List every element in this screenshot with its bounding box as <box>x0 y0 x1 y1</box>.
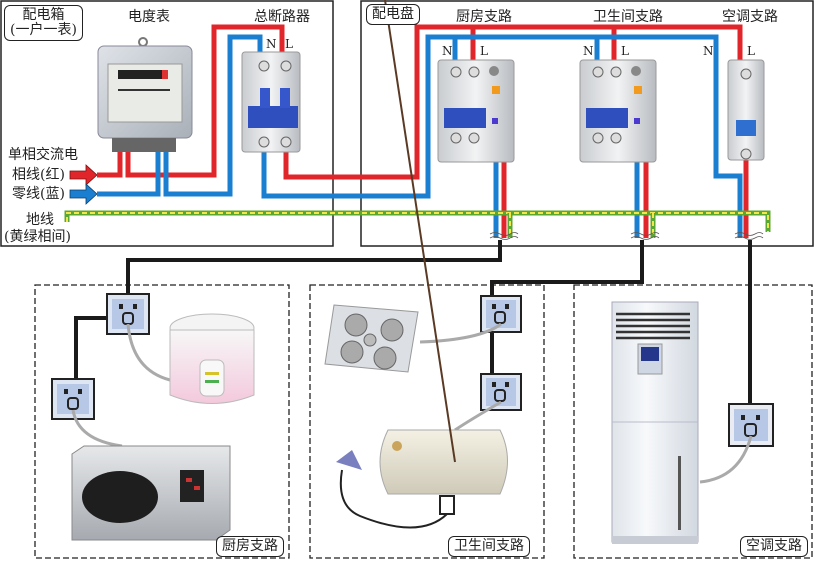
ground-wire-sublabel: (黄绿相间) <box>4 229 71 245</box>
bathroom-circuit-label: 卫生间支路 <box>448 536 530 557</box>
kitchen-circuit-label: 厨房支路 <box>216 536 284 557</box>
main-breaker-l-terminal: L <box>285 37 293 51</box>
bathroom-l-terminal: L <box>621 44 629 58</box>
input-heading: 单相交流电 <box>8 147 78 163</box>
kitchen-branch-label: 厨房支路 <box>456 9 512 25</box>
main-breaker <box>241 51 301 153</box>
kitchen-circuit-frame <box>34 284 290 559</box>
distribution-panel-frame <box>360 0 814 247</box>
bathroom-breaker <box>579 59 657 163</box>
kitchen-n-terminal: N <box>442 44 453 58</box>
meter-label: 电度表 <box>128 9 170 25</box>
distribution-box-label: 配电箱 (一户一表) <box>4 5 83 41</box>
main-breaker-label: 总断路器 <box>254 9 310 25</box>
water-heater <box>336 0 508 529</box>
cable-break-marks <box>489 232 764 240</box>
socket-aircon <box>728 403 774 447</box>
aircon-circuit-frame <box>573 284 813 559</box>
floor-air-conditioner <box>611 301 699 544</box>
rice-cooker <box>169 313 255 404</box>
neutral-wire-label: 零线(蓝) <box>12 186 65 202</box>
distribution-box-frame <box>0 0 334 247</box>
appliance-cords <box>71 322 753 484</box>
socket-bathroom-2 <box>480 373 522 411</box>
aircon-l-terminal: L <box>747 44 755 58</box>
aircon-n-terminal: N <box>703 44 714 58</box>
bathroom-branch-label: 卫生间支路 <box>593 9 663 25</box>
electric-meter <box>97 37 193 152</box>
kitchen-l-terminal: L <box>480 44 488 58</box>
bathroom-n-terminal: N <box>583 44 594 58</box>
neutral-wire <box>97 34 743 238</box>
aircon-circuit-label: 空调支路 <box>740 536 808 557</box>
socket-bathroom-1 <box>480 295 522 333</box>
sockets <box>51 293 774 447</box>
microwave <box>71 445 231 541</box>
ground-wire-label: 地线 <box>26 212 54 228</box>
live-input-arrow <box>69 164 98 186</box>
aircon-breaker <box>727 59 765 161</box>
main-breaker-n-terminal: N <box>266 37 277 51</box>
neutral-input-arrow <box>69 183 98 205</box>
branch-cables <box>74 240 752 408</box>
bathroom-circuit-frame <box>309 284 545 559</box>
distribution-box-subtitle: (一户一表) <box>10 22 77 38</box>
bath-heater-lamp <box>324 304 419 373</box>
live-wire-label: 相线(红) <box>12 167 65 183</box>
aircon-branch-label: 空调支路 <box>722 9 778 25</box>
distribution-panel-label: 配电盘 <box>366 4 420 25</box>
kitchen-breaker <box>437 59 515 163</box>
distribution-box-title: 配电箱 <box>22 7 65 23</box>
